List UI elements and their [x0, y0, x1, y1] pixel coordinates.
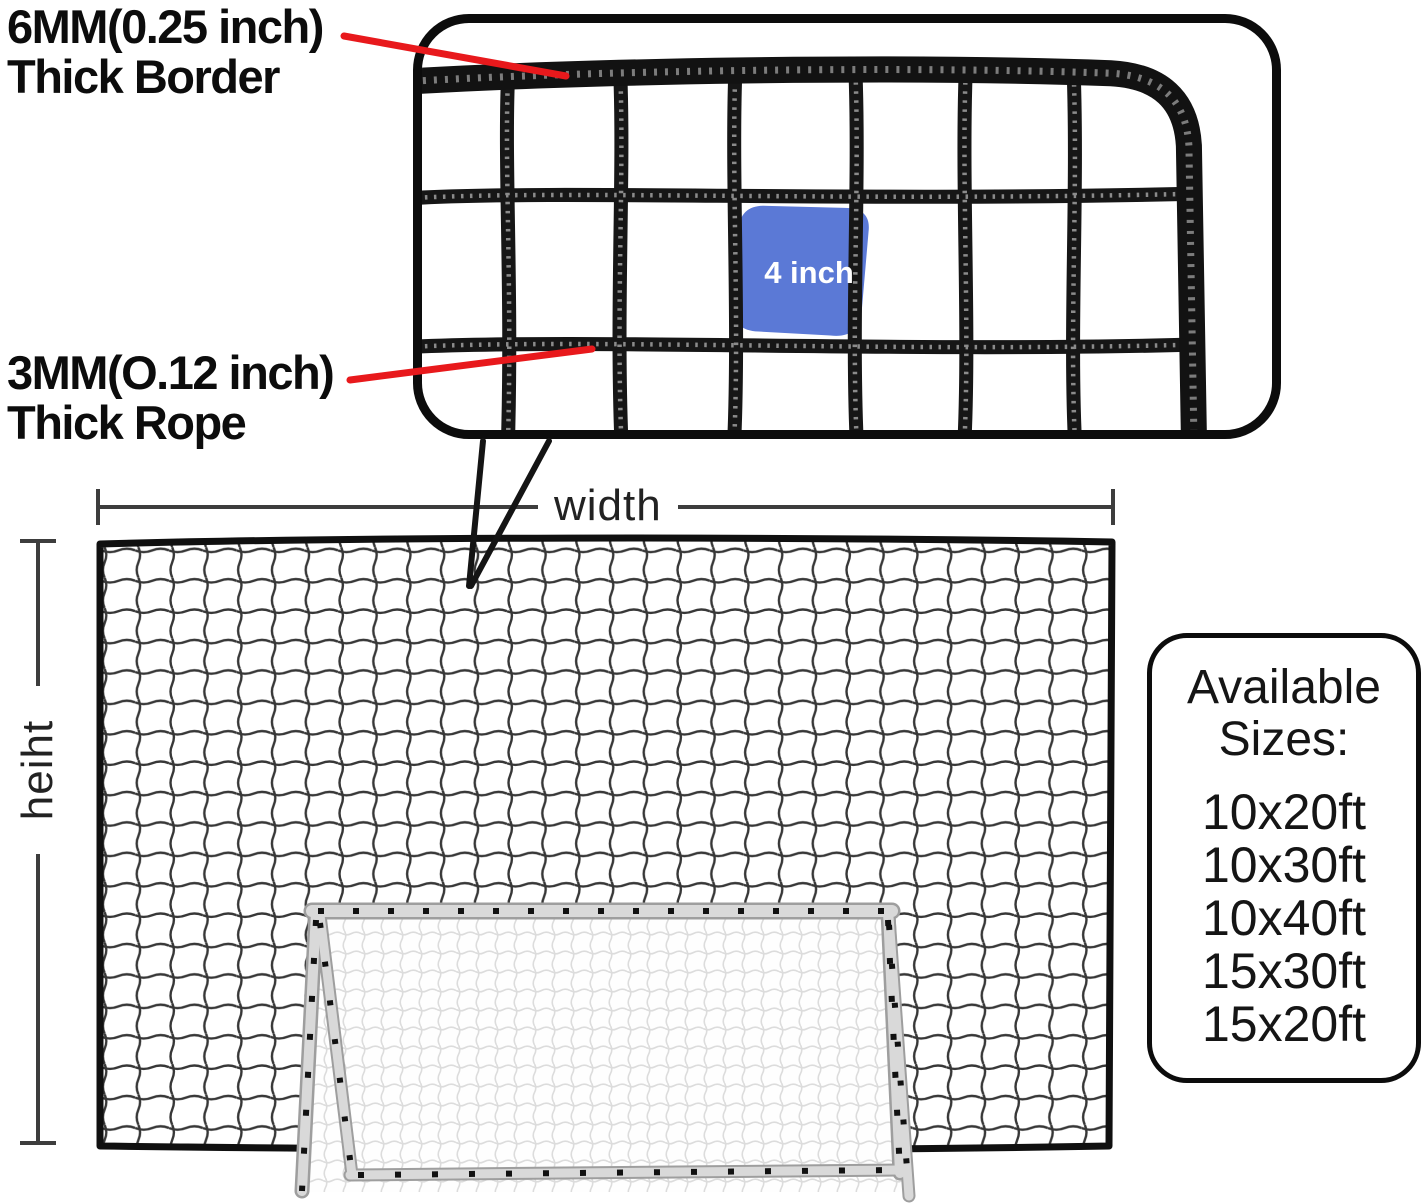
mesh-size-label: 4 inch: [764, 255, 854, 290]
border-callout-line2: Thick Border: [7, 50, 280, 103]
goal-net-area: [301, 907, 904, 1192]
barrier-net-body: [96, 534, 1116, 1154]
list-item: 10x40ft: [1201, 890, 1366, 946]
mesh-border-texture: [422, 66, 1198, 430]
sizes-list: 10x20ft 10x30ft 10x40ft 15x30ft 15x20ft: [1202, 786, 1366, 1051]
goal-frame-outline: [294, 902, 916, 1203]
rope-thickness-callout: 3MM(O.12 inch) Thick Rope: [7, 346, 335, 449]
rope-callout-line1: 3MM(O.12 inch): [7, 346, 335, 399]
height-label: heiht: [12, 686, 64, 854]
mesh-closeup-panel: 4 inch: [413, 14, 1281, 439]
list-item: 10x20ft: [1201, 784, 1366, 840]
mesh-rope-texture: [422, 71, 1195, 430]
mesh-closeup-art: [422, 56, 1207, 430]
goal-frame-dashes: [299, 908, 912, 1197]
list-item: 15x30ft: [1201, 943, 1366, 999]
border-callout-line1: 6MM(0.25 inch): [7, 0, 324, 53]
sizes-box-title-line2: Sizes:: [1218, 713, 1350, 766]
sizes-box-title-line1: Available: [1187, 661, 1381, 714]
mesh-size-patch: [733, 205, 869, 336]
border-thickness-callout: 6MM(0.25 inch) Thick Border: [7, 0, 324, 103]
rope-callout-line2: Thick Rope: [7, 396, 247, 449]
width-label: width: [538, 478, 678, 534]
available-sizes-box: Available Sizes: 10x20ft 10x30ft 10x40ft…: [1147, 633, 1421, 1083]
panel-pointer-lines: [466, 438, 552, 589]
goal-frame: [297, 905, 914, 1201]
list-item: 10x30ft: [1201, 837, 1366, 893]
list-item: 15x20ft: [1201, 996, 1366, 1052]
